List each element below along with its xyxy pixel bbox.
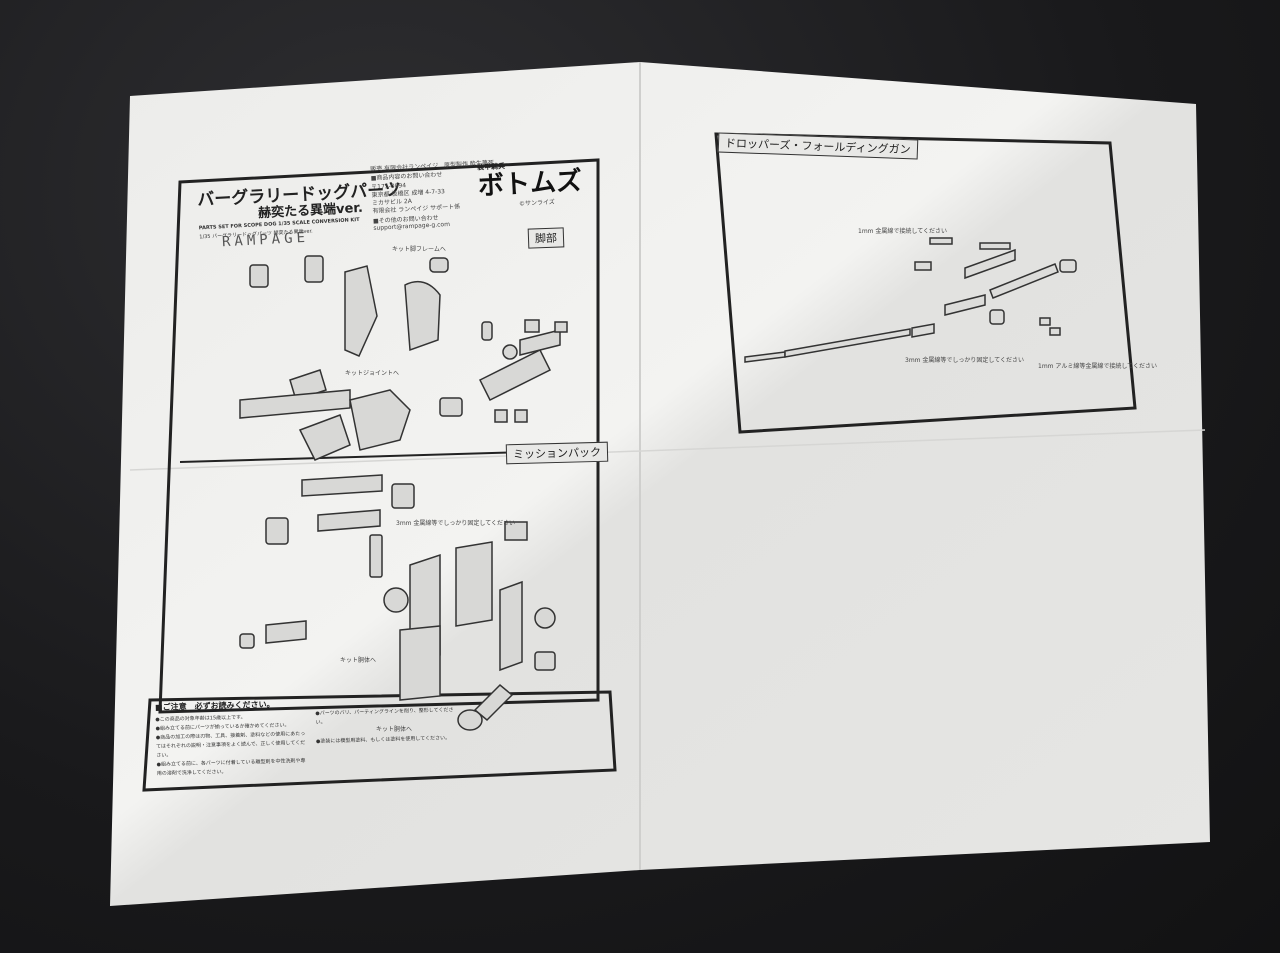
callout-text: キット胴体へ (340, 657, 377, 664)
callout-text: 3mm 金属線等でしっかり固定してください (905, 357, 1025, 364)
callout-text: 3mm 金属線等でしっかり固定してください (396, 520, 516, 527)
note-item: ●塗装には模型用塗料、もしくは塗料を使用してください。 (315, 735, 451, 745)
callout-text: キット胴体へ (376, 726, 413, 733)
note-item: ●組み立てる前に、各パーツに付着している離型剤を中性洗剤や専用の溶剤で洗浄してく… (156, 758, 306, 777)
section-label-legs: 脚部 (527, 227, 565, 249)
section-label-mission-pack: ミッションパック (505, 441, 609, 465)
callout-text: キットジョイントへ (345, 370, 400, 377)
note-item: ●パーツのバリ、パーティングラインを削り、整形してください。 (315, 707, 454, 726)
series-logo-text: ボトムズ (477, 166, 583, 202)
notes-box: ■ご注意 必ずお読みください。 ●この商品の対象年齢は15歳以上です。 ●組み立… (155, 694, 457, 787)
callout-text: 1mm アルミ線等金属線で接続してください (1038, 363, 1157, 370)
votoms-logo: 装甲騎兵 ボトムズ ©サンライズ (477, 157, 583, 209)
callout-text: キット脚フレームへ (392, 246, 446, 253)
note-item: ●商品の加工の際は刃物、工具、接着剤、塗料などの使用にあたってはそれぞれの説明・… (155, 731, 306, 759)
callout-text: 1mm 金属線で接続してください (858, 228, 948, 235)
